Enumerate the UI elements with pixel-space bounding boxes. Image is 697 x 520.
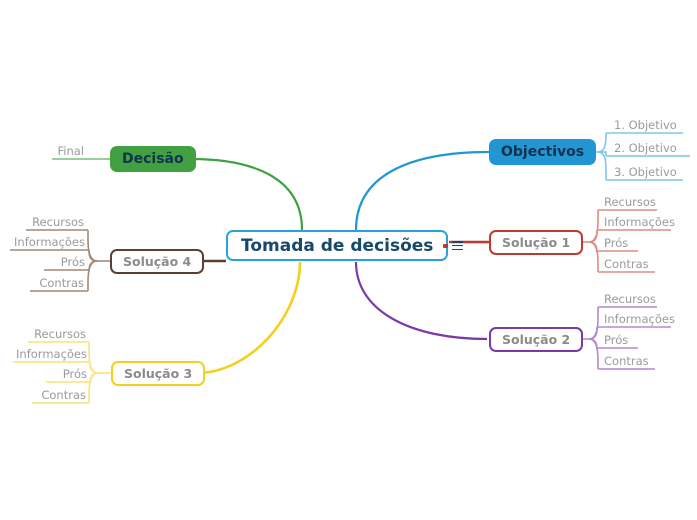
node-objectivos[interactable]: Objectivos — [489, 139, 597, 165]
node-solucao-2[interactable]: Solução 2 — [489, 327, 584, 352]
edge-solucao-2-leaf-4 — [588, 338, 599, 369]
leaf-solucao-2-recursos[interactable]: Recursos — [604, 292, 656, 306]
edge-solucao-3-leaf-3 — [89, 372, 99, 384]
edge-solucao-4-leaf-1 — [87, 230, 98, 262]
leaf-solucao-2-contras[interactable]: Contras — [604, 354, 649, 368]
edge-root-objectivos — [354, 150, 490, 231]
root-node-tomada-de-decisoes[interactable]: Tomada de decisões — [226, 230, 449, 261]
edge-root-solucao-3 — [196, 261, 302, 375]
hamburger-line-3 — [452, 248, 463, 250]
hamburger-menu-icon[interactable] — [452, 241, 463, 250]
node-solucao-4-label: Solução 4 — [123, 254, 192, 269]
edge-solucao-3-leaf-1 — [88, 342, 99, 374]
node-solucao-1-label: Solução 1 — [502, 235, 571, 250]
edge-solucao-1-leaf-2 — [588, 230, 598, 243]
node-decisao[interactable]: Decisão — [110, 146, 196, 172]
leaf-objectivos-3[interactable]: 3. Objetivo — [614, 165, 677, 179]
node-solucao-4[interactable]: Solução 4 — [110, 249, 205, 274]
leaf-solucao-2-pros[interactable]: Prós — [604, 333, 629, 347]
leaf-objectivos-1[interactable]: 1. Objetivo — [614, 118, 677, 132]
edge-solucao-2-leaf-2 — [588, 327, 598, 340]
edge-root-solucao-2 — [354, 261, 488, 341]
hamburger-line-2 — [452, 244, 463, 247]
node-solucao-3[interactable]: Solução 3 — [111, 361, 206, 386]
edge-solucao-2-leaf-3 — [588, 338, 598, 350]
hamburger-line-1 — [452, 241, 463, 243]
edge-root-decisao — [190, 157, 304, 231]
leaf-objectivos-2[interactable]: 2. Objetivo — [614, 141, 677, 155]
leaf-solucao-1-pros[interactable]: Prós — [604, 236, 629, 250]
node-solucao-1[interactable]: Solução 1 — [489, 230, 584, 255]
leaf-solucao-3-pros[interactable]: Prós — [62, 367, 87, 381]
edge-solucao-3-leaf-4 — [88, 372, 99, 403]
leaf-solucao-4-contras[interactable]: Contras — [39, 276, 84, 290]
leaf-solucao-1-contras[interactable]: Contras — [604, 257, 649, 271]
node-objectivos-label: Objectivos — [501, 144, 585, 160]
node-solucao-2-label: Solução 2 — [502, 332, 571, 347]
leaf-solucao-1-informacoes[interactable]: Informações — [604, 215, 675, 229]
edge-objectivos-leaf-2 — [598, 151, 607, 156]
leaf-solucao-3-recursos[interactable]: Recursos — [34, 327, 86, 341]
edge-solucao-4-leaf-2 — [88, 250, 98, 262]
leaf-solucao-4-pros[interactable]: Prós — [60, 255, 85, 269]
leaf-decisao-final[interactable]: Final — [57, 144, 84, 158]
edge-solucao-2-leaf-1 — [588, 307, 599, 340]
leaf-solucao-4-recursos[interactable]: Recursos — [32, 215, 84, 229]
edge-solucao-1-leaf-1 — [588, 210, 599, 243]
leaf-solucao-4-informacoes[interactable]: Informações — [14, 235, 85, 249]
edge-solucao-3-leaf-2 — [89, 362, 99, 374]
leaf-solucao-3-informacoes[interactable]: Informações — [16, 347, 87, 361]
edge-objectivos-leaf-1 — [597, 133, 607, 153]
leaf-solucao-3-contras[interactable]: Contras — [41, 388, 86, 402]
collapse-marker-icon[interactable] — [443, 244, 448, 248]
node-solucao-3-label: Solução 3 — [124, 366, 193, 381]
edge-objectivos-leaf-3 — [597, 151, 607, 180]
leaf-solucao-2-informacoes[interactable]: Informações — [604, 312, 675, 326]
leaf-solucao-1-recursos[interactable]: Recursos — [604, 195, 656, 209]
node-decisao-label: Decisão — [122, 151, 184, 167]
edge-solucao-1-leaf-4 — [588, 241, 599, 272]
edge-solucao-4-leaf-4 — [87, 260, 98, 291]
root-node-label: Tomada de decisões — [241, 235, 434, 256]
edge-solucao-1-leaf-3 — [588, 241, 598, 253]
edge-solucao-4-leaf-3 — [88, 260, 98, 272]
